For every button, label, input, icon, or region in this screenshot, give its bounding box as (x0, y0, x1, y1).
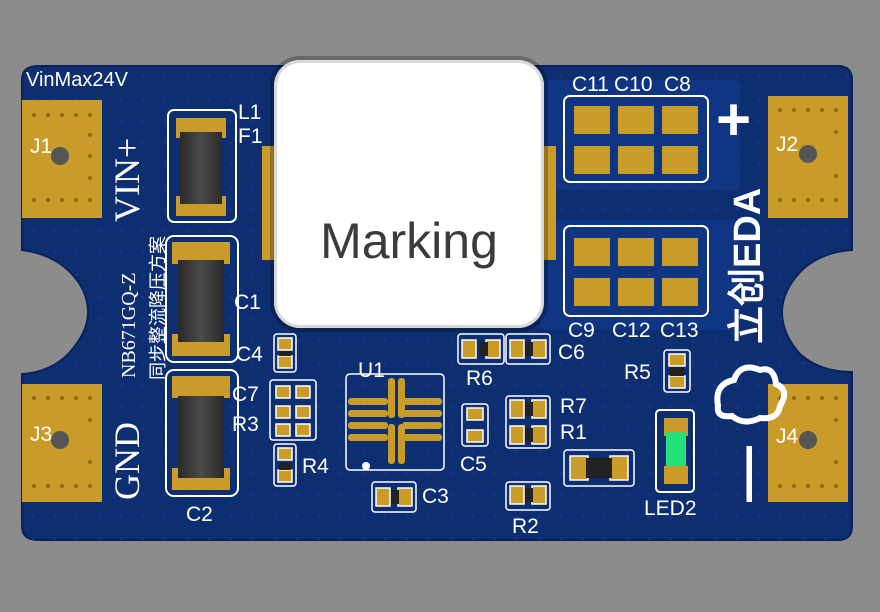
gnd-label: GND (107, 422, 147, 500)
connector-j2-label: J2 (776, 133, 799, 156)
inductor-marking-block: Marking (274, 60, 544, 328)
connector-j1-pad (22, 100, 102, 218)
component-f1: F1 (238, 125, 263, 148)
component-c2: C2 (186, 503, 213, 526)
capacitor-bank-bottom (563, 225, 709, 317)
component-c9: C9 (568, 319, 595, 342)
brand-cloud-icon (714, 364, 788, 425)
component-c7: C7 (232, 383, 259, 406)
component-led2: LED2 (644, 497, 697, 520)
component-r5: R5 (624, 361, 651, 384)
connector-j2-pad (768, 96, 848, 218)
vin-plus-label: VIN+ (107, 137, 147, 222)
component-r4: R4 (302, 455, 329, 478)
output-plus-sign: + (716, 86, 752, 153)
component-r6: R6 (466, 367, 493, 390)
output-minus-sign: — (713, 446, 776, 502)
component-c3: C3 (422, 485, 449, 508)
component-c11: C11 (572, 73, 609, 96)
capacitor-c2 (165, 369, 239, 497)
component-c5: C5 (460, 453, 487, 476)
component-c10: C10 (614, 73, 653, 96)
component-r1: R1 (560, 421, 587, 444)
connector-j3-pad (22, 384, 102, 502)
brand-logo-text: 立创EDA (727, 187, 769, 344)
component-c12: C12 (612, 319, 651, 342)
capacitor-bank-top (563, 95, 709, 183)
component-c4: C4 (236, 343, 263, 366)
connector-j3-label: J3 (30, 423, 53, 446)
component-r3: R3 (232, 413, 259, 436)
chinese-description: 同步整流降压方案 (148, 236, 168, 380)
component-u1: U1 (358, 359, 385, 382)
component-c6: C6 (558, 341, 585, 364)
component-l1: L1 (238, 101, 262, 124)
capacitor-c1 (165, 235, 239, 363)
marking-text: Marking (320, 213, 498, 269)
led2 (655, 409, 695, 493)
ic-u1 (345, 373, 445, 471)
component-c13: C13 (660, 319, 699, 342)
connector-j1-label: J1 (30, 135, 53, 158)
component-c8: C8 (664, 73, 691, 96)
component-c1: C1 (234, 291, 261, 314)
component-r2: R2 (512, 515, 539, 538)
connector-j4-label: J4 (776, 425, 799, 448)
vinmax-label: VinMax24V (26, 69, 128, 91)
part-number-label: NB671GQ-Z (118, 272, 140, 378)
fuse-f1 (167, 109, 237, 223)
component-r7: R7 (560, 395, 587, 418)
